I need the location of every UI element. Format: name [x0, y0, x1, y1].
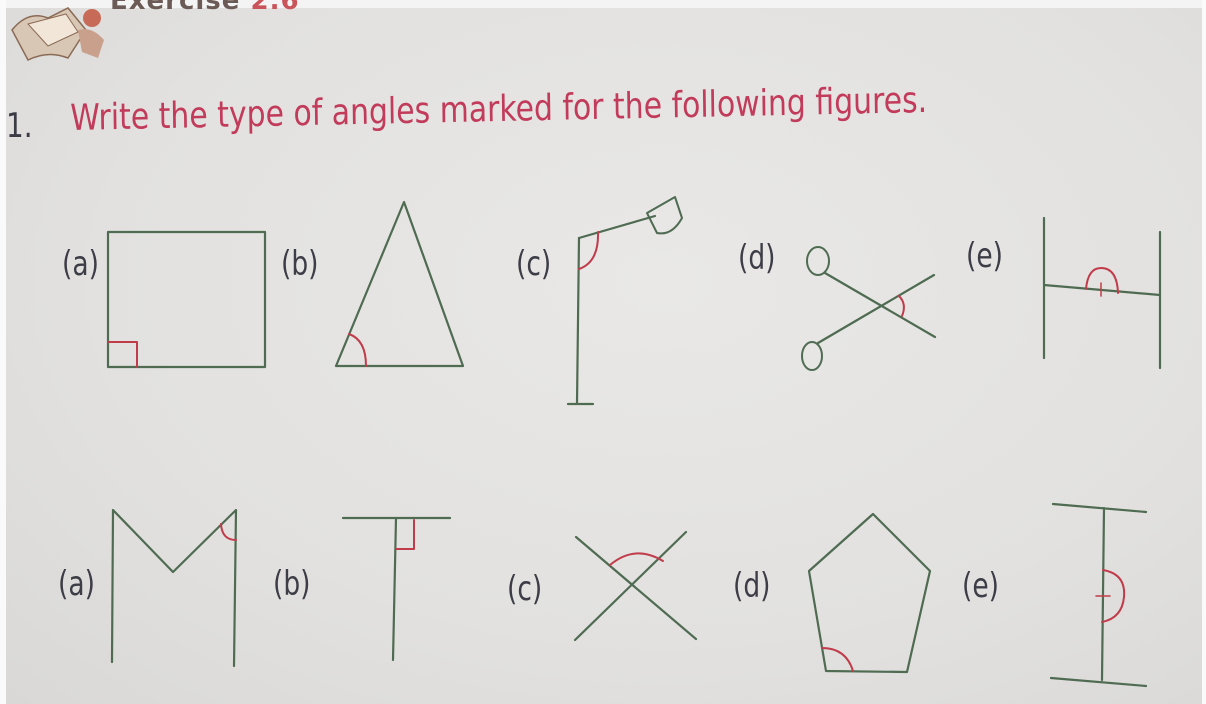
straight-angle-mark: [1085, 267, 1119, 294]
figure-i-beam: [1049, 502, 1148, 688]
row2-label-c: (c): [507, 569, 543, 609]
exercise-number: 2.6: [250, 0, 300, 16]
figure-m-shape: [110, 508, 238, 668]
row2-label-a: (a): [58, 564, 95, 604]
acute-angle-mark-scissors: [898, 295, 905, 317]
figure-pentagon: [807, 512, 932, 674]
obtuse-angle-mark-x: [609, 552, 664, 566]
row1-label-b: (b): [281, 244, 319, 284]
right-angle-mark: [107, 341, 138, 368]
page-right-edge: [1202, 0, 1206, 704]
row2-label-e: (e): [962, 566, 1000, 606]
figure-t-shape: [341, 516, 452, 662]
row1-label-c: (c): [516, 244, 552, 284]
exercise-badge-illustration: [11, 7, 104, 61]
row1-label-a: (a): [62, 244, 99, 284]
straight-angle-mark-i: [1101, 569, 1126, 623]
page-left-edge: [0, 0, 6, 704]
row2-label-d: (d): [733, 566, 771, 606]
acute-angle-mark: [348, 333, 367, 367]
page-top-edge: [0, 0, 1206, 8]
figure-crossing-lines: [573, 530, 698, 642]
obtuse-angle-mark: [578, 231, 600, 270]
exercise-label: Exercise: [110, 0, 241, 16]
figure-scissors: [801, 246, 937, 371]
figure-triangle: [334, 200, 465, 368]
figure-rectangle: [106, 230, 267, 369]
question-number: 1.: [6, 106, 33, 146]
exercise-heading: Exercise 2.6: [110, 0, 300, 16]
row2-label-b: (b): [273, 564, 311, 604]
row1-label-e: (e): [966, 236, 1004, 276]
figure-h-shape: [1042, 216, 1162, 370]
right-angle-mark-t: [395, 519, 415, 550]
acute-angle-mark-m: [220, 523, 237, 541]
row1-label-d: (d): [738, 238, 776, 278]
figure-lamp-post: [566, 196, 683, 406]
obtuse-angle-mark-pentagon: [821, 647, 854, 672]
